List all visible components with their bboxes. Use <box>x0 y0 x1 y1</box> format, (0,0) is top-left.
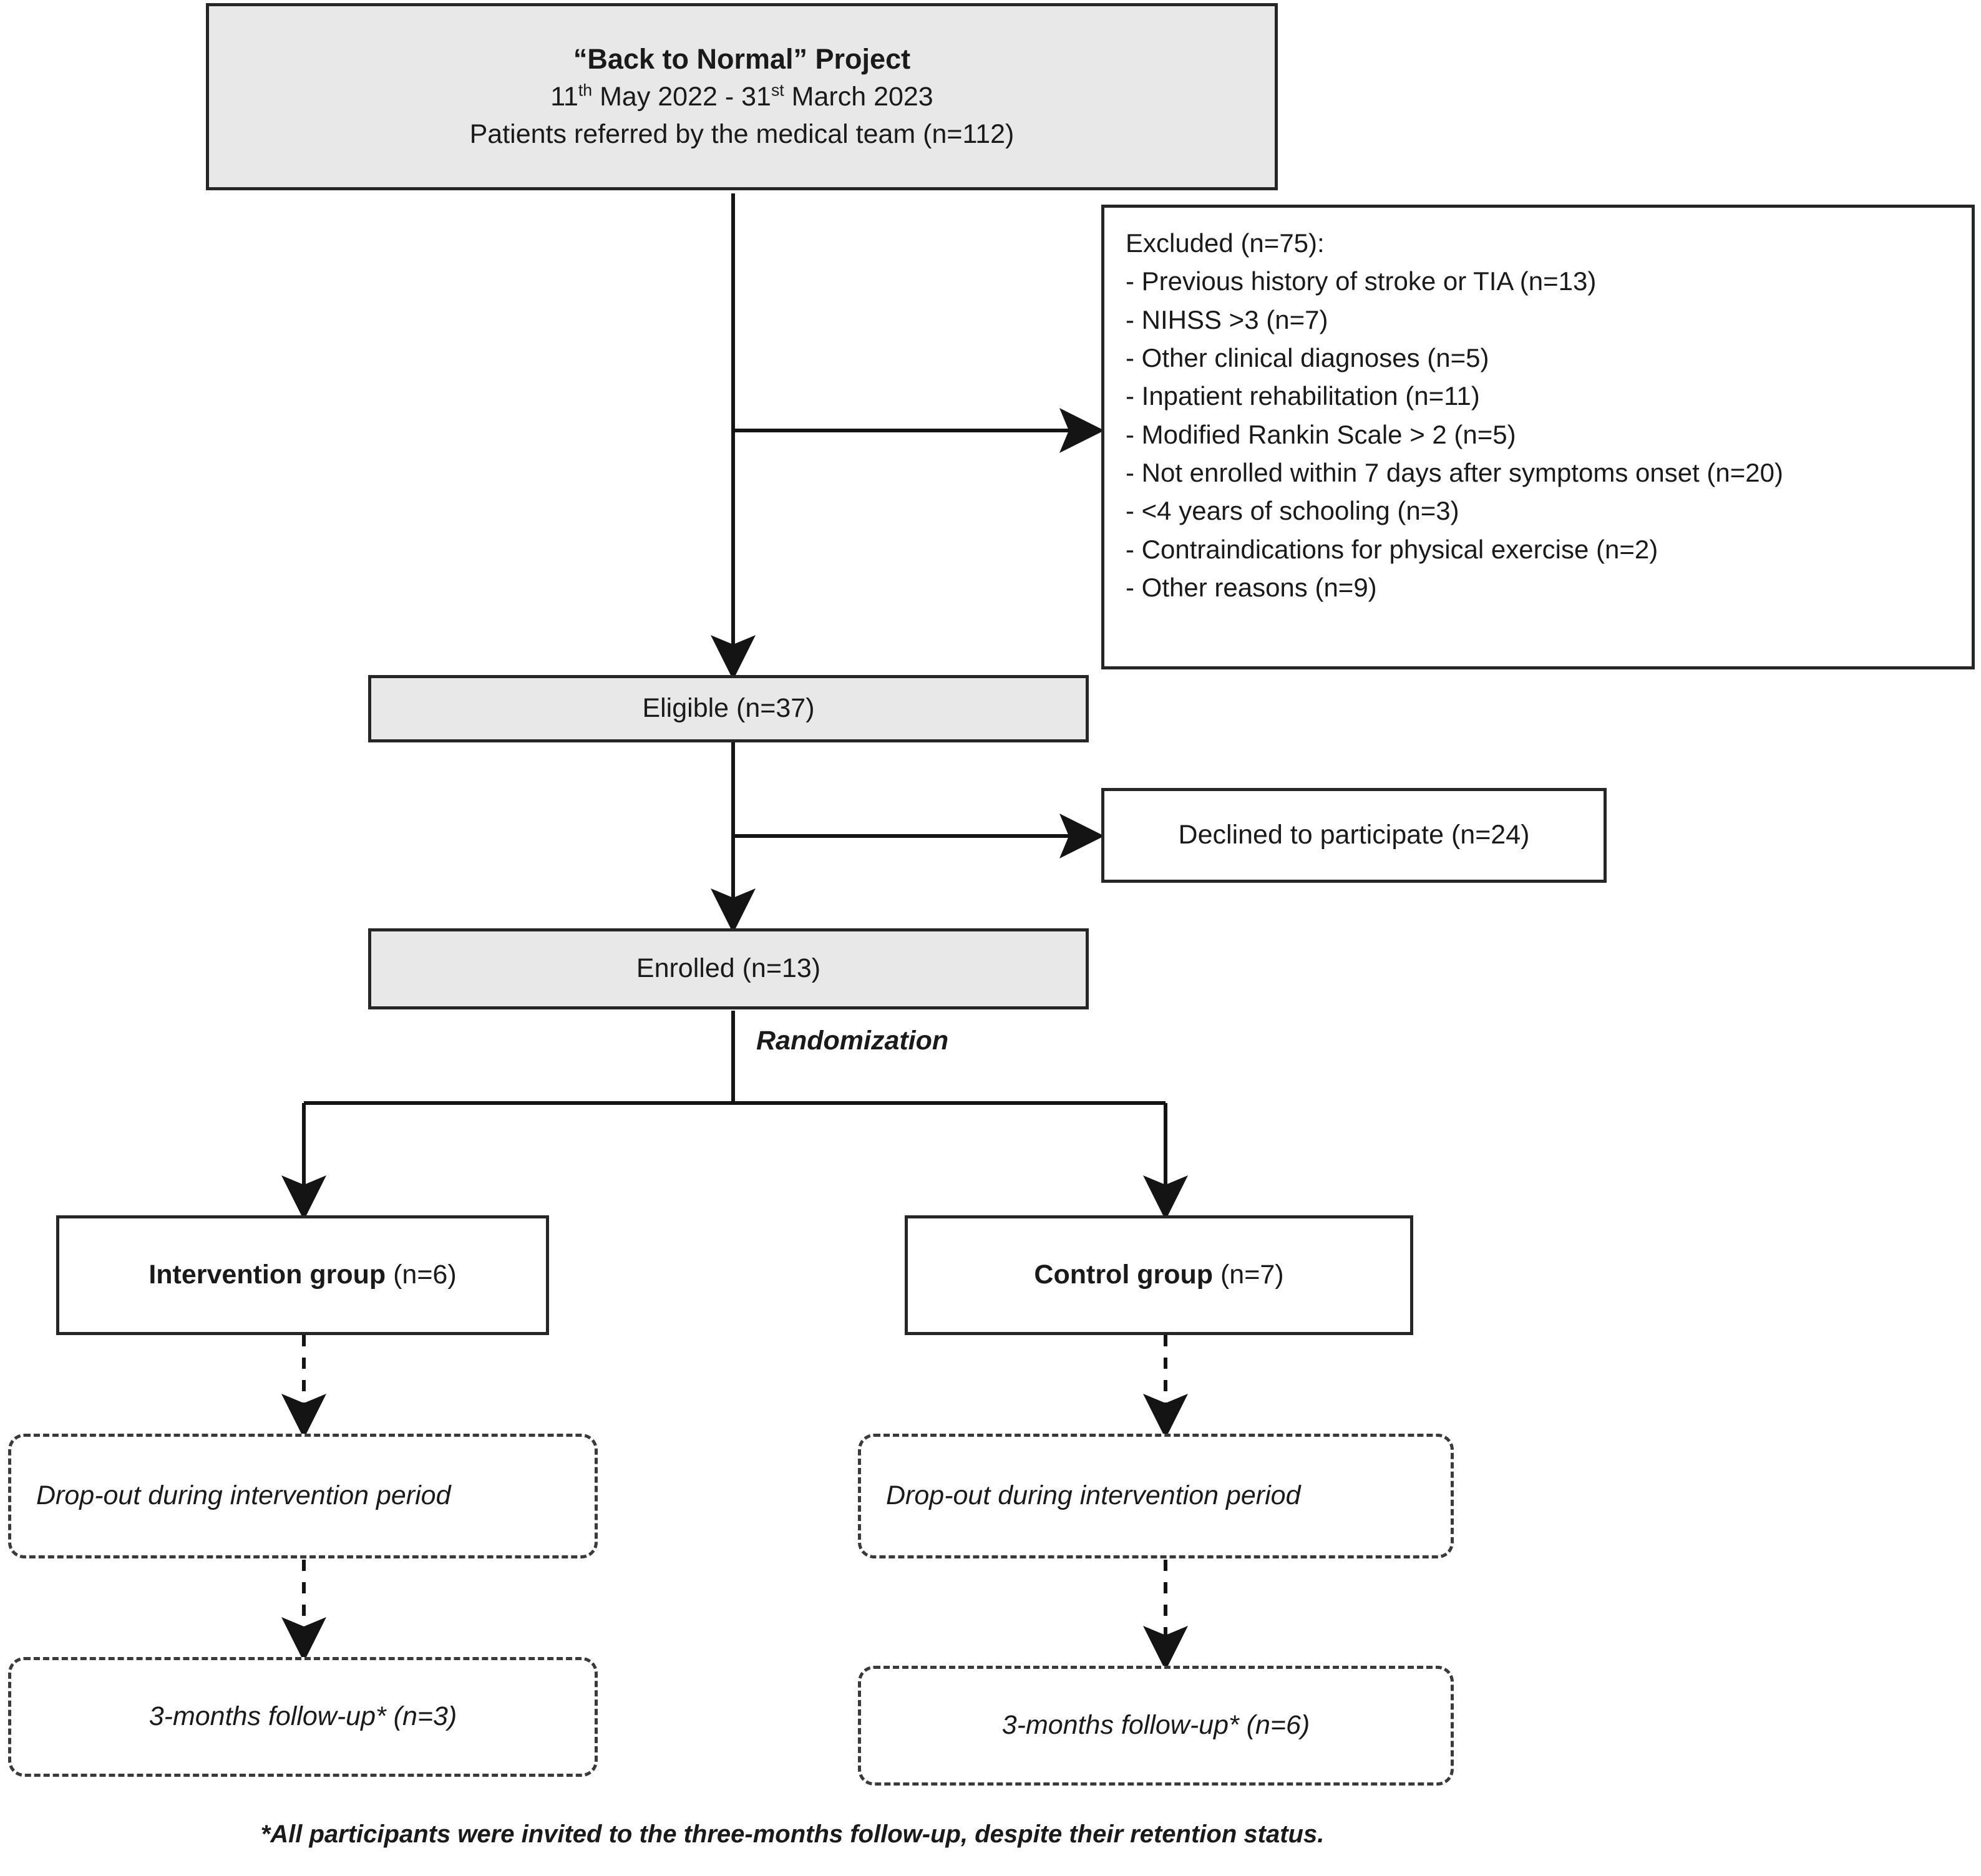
control-group-box: Control group (n=7) <box>905 1215 1413 1335</box>
header-box: “Back to Normal” Project 11th May 2022 -… <box>206 3 1278 190</box>
footnote-text: *All participants were invited to the th… <box>260 1820 1325 1848</box>
excluded-reason-1: - NIHSS >3 (n=7) <box>1126 304 1328 334</box>
eligible-label: Eligible (n=37) <box>642 693 815 724</box>
ordinal-suffix-th: th <box>578 81 593 100</box>
dropout-control-box: Drop-out during intervention period <box>858 1434 1454 1558</box>
declined-box: Declined to participate (n=24) <box>1101 788 1607 883</box>
control-group-label: Control group (n=7) <box>1034 1258 1283 1293</box>
enrolled-box: Enrolled (n=13) <box>368 928 1089 1009</box>
excluded-reason-5: - Not enrolled within 7 days after sympt… <box>1126 457 1783 487</box>
ordinal-suffix-st: st <box>771 81 784 100</box>
control-group-count: (n=7) <box>1213 1260 1284 1290</box>
intervention-group-box: Intervention group (n=6) <box>56 1215 549 1335</box>
followup-control-label: 3-months follow-up* (n=6) <box>1001 1710 1310 1741</box>
excluded-reason-7: - Contraindications for physical exercis… <box>1126 534 1658 564</box>
followup-intervention-box: 3-months follow-up* (n=3) <box>8 1657 598 1777</box>
dropout-intervention-label: Drop-out during intervention period <box>36 1480 451 1511</box>
control-group-name: Control group <box>1034 1260 1214 1290</box>
dropout-control-label: Drop-out during intervention period <box>886 1480 1301 1511</box>
followup-control-box: 3-months follow-up* (n=6) <box>858 1666 1454 1786</box>
declined-label: Declined to participate (n=24) <box>1178 820 1530 850</box>
excluded-reason-4: - Modified Rankin Scale > 2 (n=5) <box>1126 419 1516 449</box>
footnote: *All participants were invited to the th… <box>0 1820 1585 1849</box>
followup-intervention-label: 3-months follow-up* (n=3) <box>148 1701 457 1732</box>
excluded-box: Excluded (n=75): - Previous history of s… <box>1101 205 1975 669</box>
dropout-intervention-box: Drop-out during intervention period <box>8 1434 598 1558</box>
excluded-reason-6: - <4 years of schooling (n=3) <box>1126 496 1459 526</box>
patients-referred-label: Patients referred by the medical team (n… <box>469 119 1015 150</box>
project-title: “Back to Normal” Project <box>573 42 911 75</box>
excluded-list: Excluded (n=75): - Previous history of s… <box>1126 224 1783 606</box>
excluded-heading: Excluded (n=75): <box>1126 228 1325 258</box>
excluded-reason-2: - Other clinical diagnoses (n=5) <box>1126 343 1489 372</box>
randomization-label: Randomization <box>756 1026 949 1056</box>
project-period: 11th May 2022 - 31st March 2023 <box>550 81 933 112</box>
enrolled-label: Enrolled (n=13) <box>636 953 821 984</box>
eligible-box: Eligible (n=37) <box>368 675 1089 742</box>
excluded-reason-8: - Other reasons (n=9) <box>1126 572 1377 602</box>
intervention-group-count: (n=6) <box>386 1260 457 1290</box>
excluded-reason-0: - Previous history of stroke or TIA (n=1… <box>1126 266 1597 296</box>
intervention-group-label: Intervention group (n=6) <box>148 1258 456 1293</box>
intervention-group-name: Intervention group <box>148 1260 386 1290</box>
excluded-reason-3: - Inpatient rehabilitation (n=11) <box>1126 381 1480 411</box>
